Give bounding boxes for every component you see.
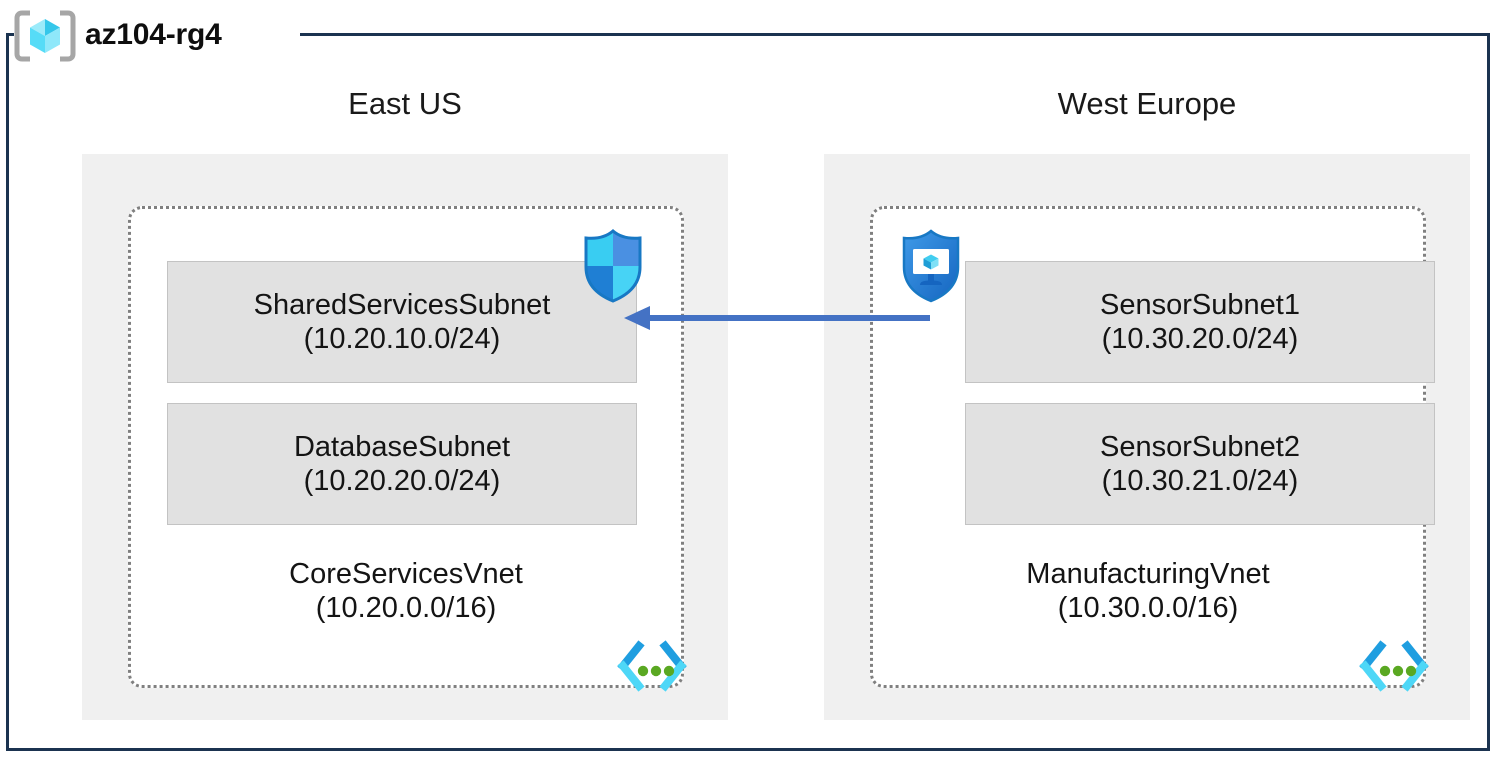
vnet-cidr-label: (10.30.0.0/16) xyxy=(1057,592,1239,625)
subnet-database[interactable]: DatabaseSubnet (10.20.20.0/24) xyxy=(167,403,637,525)
vnet-core-services[interactable]: SharedServicesSubnet (10.20.10.0/24) Dat… xyxy=(128,206,687,692)
vnet-caption-manufacturing: ManufacturingVnet (10.30.0.0/16) xyxy=(873,557,1423,625)
vnet-caption-core-services: CoreServicesVnet (10.20.0.0/16) xyxy=(131,557,681,625)
vnet-peering-arrow xyxy=(620,300,930,336)
region-west-europe: West Europe SensorSubnet1 (10.30.20.0/24… xyxy=(824,88,1470,728)
network-security-group-shield-icon xyxy=(578,227,648,310)
resource-group-header: az104-rg4 xyxy=(14,8,222,64)
resource-group-name-label: az104-rg4 xyxy=(85,18,222,51)
network-security-group-monitor-shield-icon xyxy=(896,227,966,310)
resource-group-frame-title-gap xyxy=(14,26,300,40)
vnet-manufacturing[interactable]: SensorSubnet1 (10.30.20.0/24) SensorSubn… xyxy=(870,206,1435,692)
vnet-name-label: CoreServicesVnet xyxy=(289,558,523,590)
vnet-name-label: ManufacturingVnet xyxy=(1026,558,1270,590)
subnet-cidr-label: (10.30.21.0/24) xyxy=(1101,465,1299,497)
subnet-name-label: SharedServicesSubnet xyxy=(253,288,551,321)
vnet-cidr-label: (10.20.0.0/16) xyxy=(315,592,497,625)
region-east-us: East US SharedServicesSubnet (10.20.10.0… xyxy=(82,88,728,728)
region-label-east-us: East US xyxy=(348,86,462,121)
subnet-sensor-1[interactable]: SensorSubnet1 (10.30.20.0/24) xyxy=(965,261,1435,383)
subnet-name-label: DatabaseSubnet xyxy=(293,430,511,463)
subnet-name-label: SensorSubnet2 xyxy=(1100,430,1300,463)
subnet-cidr-label: (10.30.20.0/24) xyxy=(1101,323,1299,355)
subnet-shared-services[interactable]: SharedServicesSubnet (10.20.10.0/24) xyxy=(167,261,637,383)
subnet-sensor-2[interactable]: SensorSubnet2 (10.30.21.0/24) xyxy=(965,403,1435,525)
virtual-network-icon xyxy=(1359,640,1429,697)
subnet-cidr-label: (10.20.20.0/24) xyxy=(303,465,501,497)
region-label-west-europe: West Europe xyxy=(1057,86,1237,121)
virtual-network-icon xyxy=(617,640,687,697)
resource-group-cube-icon xyxy=(14,10,76,62)
subnet-name-label: SensorSubnet1 xyxy=(1100,288,1300,321)
subnet-cidr-label: (10.20.10.0/24) xyxy=(303,323,501,355)
resource-group-frame xyxy=(6,33,1490,751)
